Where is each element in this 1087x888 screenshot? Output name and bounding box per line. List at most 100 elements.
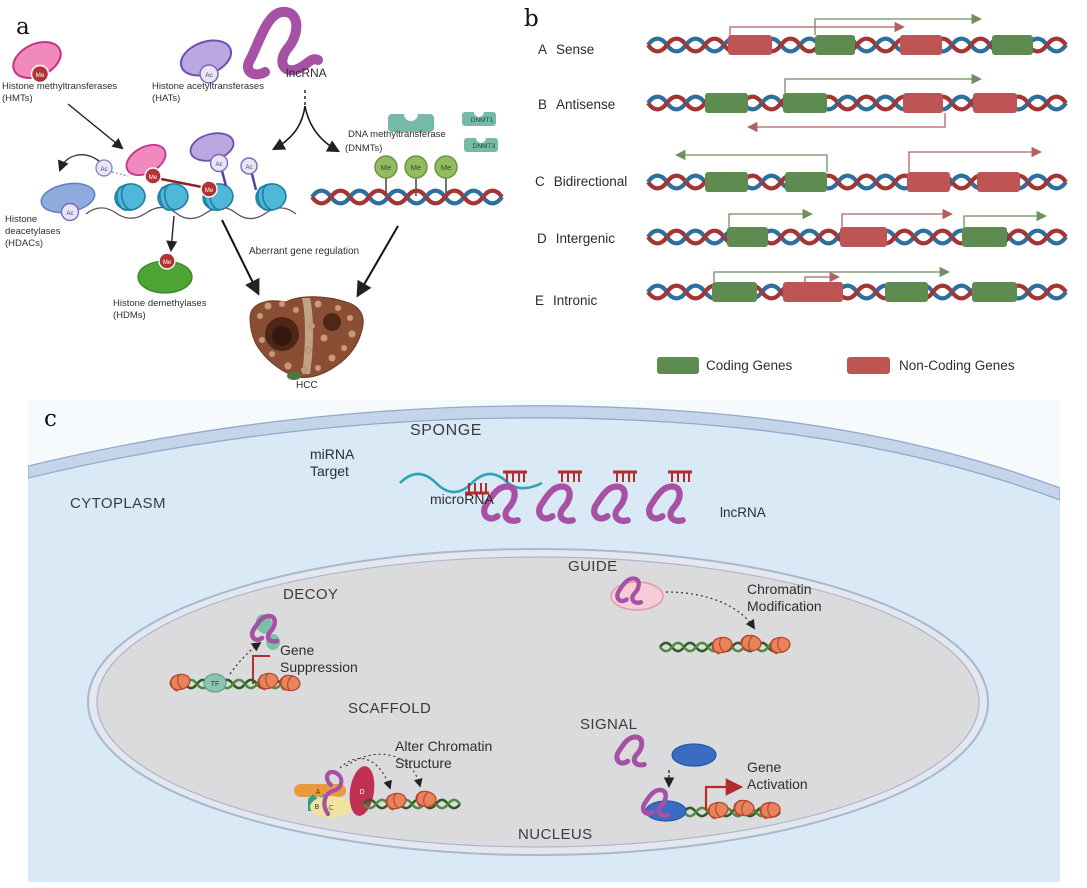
scaffold-d-label: D	[359, 789, 364, 796]
hat-label: Histone acetyltransferases(HATs)	[152, 81, 264, 104]
scaffold-protein-a	[294, 784, 346, 797]
me-tag: Me	[163, 260, 172, 266]
cell-membrane	[28, 405, 1060, 501]
coding-gene-box	[783, 93, 827, 113]
scaffold-a-label: A	[316, 789, 321, 796]
tf-label: TF	[211, 681, 220, 688]
lncrna-split-arrows	[271, 90, 341, 153]
coding-gene-box	[705, 93, 748, 113]
dnmt3-icon: DNMT3	[464, 138, 498, 152]
hdm-enzyme-icon: Me	[137, 252, 193, 294]
scaffold-title: SCAFFOLD	[348, 700, 432, 717]
hmt-label: Histone methyltransferases(HMTs)	[2, 81, 118, 104]
me-tag: Me	[411, 163, 421, 172]
noncoding-genes-label: Non-Coding Genes	[899, 358, 1015, 373]
lncrna-label-c: lncRNA	[720, 505, 766, 520]
cytoplasm-label: CYTOPLASM	[70, 495, 166, 512]
panel-b-letter: b	[524, 6, 539, 32]
signal-title: SIGNAL	[580, 716, 638, 733]
coding-gene-box	[815, 35, 855, 55]
ac-tag: Ac	[66, 211, 73, 217]
dnmt-enzyme-icon	[388, 114, 434, 132]
hat-enzyme-icon: Ac	[179, 39, 233, 84]
scaffold-mechanism: A B C D	[294, 753, 460, 818]
coding-gene-box	[712, 282, 757, 302]
scaffold-lncrna	[322, 769, 344, 817]
tf-on-dna: TF	[203, 673, 227, 693]
coding-gene-box	[962, 227, 1007, 247]
sponge-title: SPONGE	[410, 422, 483, 439]
liver-arrow-right	[356, 225, 399, 298]
liver-arrow-left	[221, 219, 260, 296]
signal-mechanism	[617, 737, 782, 822]
dnmt-label-line1: DNA methyltransferase	[348, 129, 446, 140]
hcc-label: HCC	[296, 380, 318, 391]
aberrant-label: Aberrant gene regulation	[249, 246, 360, 257]
dna-methylation-marks: Me Me Me	[374, 155, 458, 196]
coding-gene-box	[885, 282, 928, 302]
ac-tag: Ac	[245, 165, 252, 171]
noncoding-gene-box	[840, 227, 887, 247]
coding-gene-box	[727, 227, 768, 247]
hmt-enzyme-icon: Me	[12, 41, 62, 84]
row-sense	[648, 13, 1066, 55]
decoy-mechanism: TF	[167, 612, 302, 694]
lncrna-label: lncRNA	[286, 66, 327, 80]
coding-gene-box	[972, 282, 1017, 302]
nucleus-label: NUCLEUS	[518, 826, 593, 843]
coding-genes-swatch	[657, 357, 699, 374]
transcription-start-arrow	[704, 778, 744, 810]
liver-hcc-icon	[249, 296, 364, 380]
ac-tag: Ac	[215, 162, 222, 168]
dnmt1-icon: DNMT1	[462, 112, 496, 126]
noncoding-gene-box	[903, 93, 943, 113]
noncoding-gene-box	[907, 172, 950, 192]
dnmt3-label: DNMT3	[473, 143, 496, 150]
panel-c: TF A	[28, 400, 1060, 882]
ac-tag: Ac	[205, 72, 213, 79]
noncoding-gene-box	[973, 93, 1017, 113]
panel-b-graphic	[520, 13, 1087, 302]
row-antisense	[648, 73, 1066, 133]
nucleus-region	[87, 548, 989, 856]
coding-gene-box	[992, 35, 1033, 55]
hdm-arrow	[166, 215, 178, 253]
row-intergenic	[648, 208, 1066, 247]
guide-dotted-arrow	[665, 591, 755, 630]
lncrna-icon	[242, 7, 323, 80]
noncoding-gene-box	[783, 282, 843, 302]
panel-c-letter: c	[44, 406, 57, 432]
me-tag: Me	[149, 175, 158, 181]
decoy-dotted-arrow	[229, 641, 262, 675]
coding-genes-label: Coding Genes	[706, 358, 793, 373]
ac-removal: Ac	[57, 154, 129, 177]
panel-c-graphic: TF A	[28, 405, 1060, 882]
panel-a-graphic: Me Ac	[12, 7, 512, 380]
row-bidirectional	[648, 146, 1066, 192]
noncoding-gene-box	[977, 172, 1020, 192]
noncoding-genes-swatch	[847, 357, 890, 374]
hat-on-chromatin: Ac Ac	[189, 132, 258, 191]
decoy-title: DECOY	[283, 586, 339, 603]
hmt-arrow	[67, 103, 124, 150]
noncoding-gene-box	[728, 35, 772, 55]
coding-gene-box	[705, 172, 748, 192]
row-intronic	[648, 266, 1066, 302]
me-tag: Me	[35, 72, 44, 79]
chromatin-strand	[85, 206, 297, 220]
scaffold-b-label: B	[315, 804, 320, 811]
hmt-on-chromatin: Me Me	[125, 143, 218, 198]
me-tag: Me	[205, 188, 214, 194]
dna-helix	[312, 191, 502, 204]
